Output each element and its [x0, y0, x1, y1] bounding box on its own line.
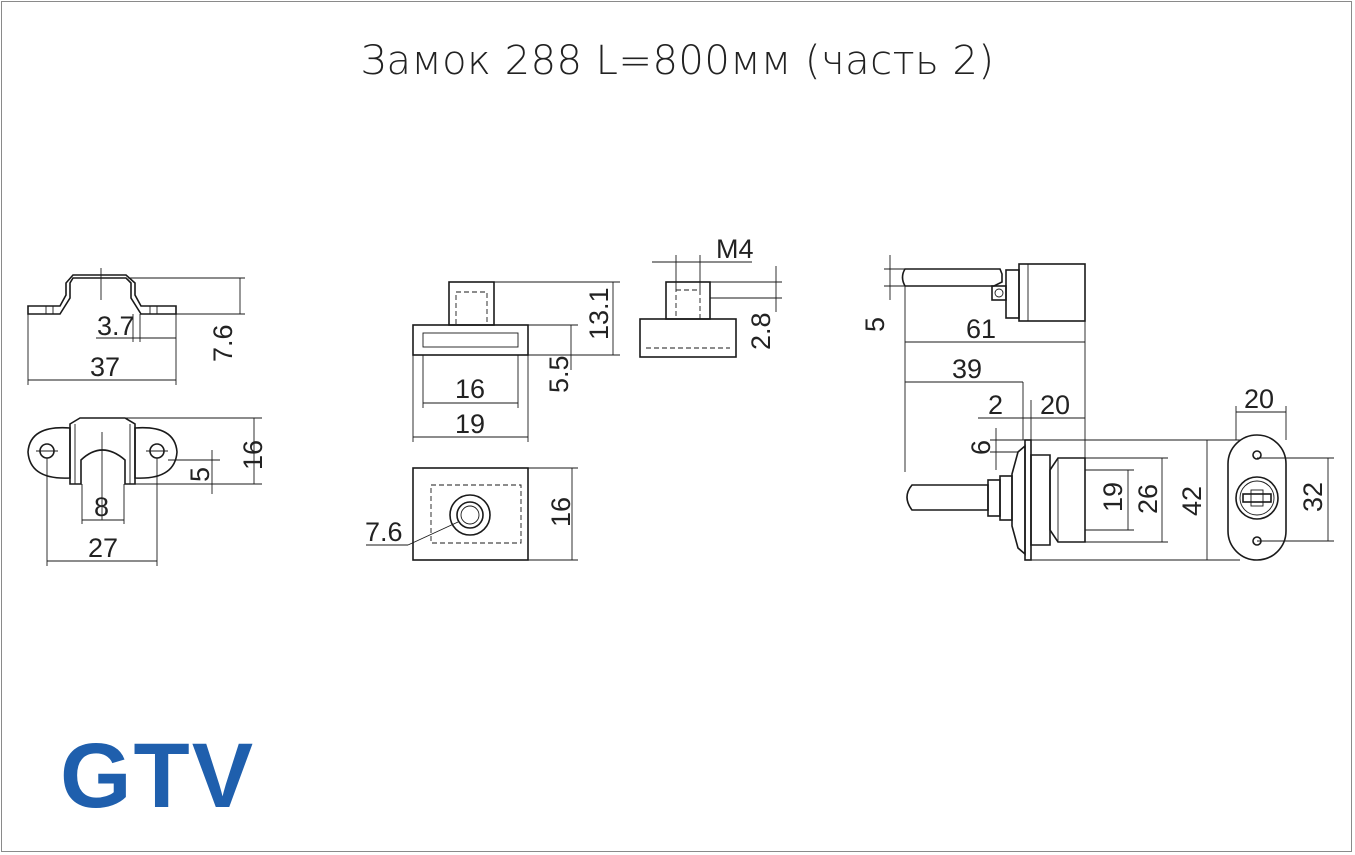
dim-lock-bore-diam: 19	[1098, 482, 1128, 512]
dim-nut-thread: M4	[716, 234, 754, 264]
dim-nut-height: 2.8	[746, 312, 776, 350]
bolt-front-view: 13.1 5.5 16 19	[412, 281, 620, 442]
nut-side-view: M4 2.8	[639, 234, 782, 358]
dim-bolt-width: 16	[546, 497, 576, 527]
lock-face-view: 20 32	[1227, 384, 1334, 561]
bolt-top-view: 7.6 16	[365, 467, 578, 561]
dim-bolt-bore: 7.6	[365, 517, 403, 547]
dim-lock-flange: 2	[988, 390, 1003, 420]
page-title: Замок 288 L=800мм (часть 2)	[360, 38, 995, 84]
dim-face-height: 32	[1298, 482, 1328, 512]
lock-side-view-top: 5 61 39	[860, 255, 1086, 480]
gtv-logo: GTV	[60, 735, 255, 815]
dim-bolt-total-height: 13.1	[584, 287, 614, 340]
dim-lock-flange-height: 42	[1177, 486, 1207, 516]
dim-lock-flange-step: 6	[966, 440, 996, 455]
dim-hole-spacing: 27	[88, 533, 118, 563]
dim-bolt-outer-width: 19	[455, 409, 485, 439]
strike-plate-side-view: 3.7 7.6 37	[27, 268, 245, 385]
dim-lock-offset: 5	[860, 317, 890, 332]
lock-side-view-bottom: 2 20 6 19 26 42	[906, 382, 1240, 561]
dim-plate-width: 16	[238, 440, 268, 470]
strike-plate-top-view: 16 5 8 27	[27, 417, 268, 566]
dim-bolt-base-height: 5.5	[544, 355, 574, 393]
dim-plate-length: 37	[90, 352, 120, 382]
dim-lock-body-length: 20	[1040, 390, 1070, 420]
dim-lock-total-length: 61	[966, 314, 996, 344]
dim-lock-rod-length: 39	[952, 354, 982, 384]
brand-logo-text: GTV	[60, 735, 255, 815]
dim-slot-width: 8	[94, 492, 109, 522]
dim-face-width: 20	[1244, 384, 1274, 414]
dim-hole-offset: 3.7	[97, 311, 135, 341]
dim-slot-depth: 5	[185, 467, 215, 482]
dim-plate-height: 7.6	[208, 324, 238, 362]
dim-lock-body-diam: 26	[1133, 484, 1163, 514]
dim-bolt-inner-width: 16	[455, 374, 485, 404]
